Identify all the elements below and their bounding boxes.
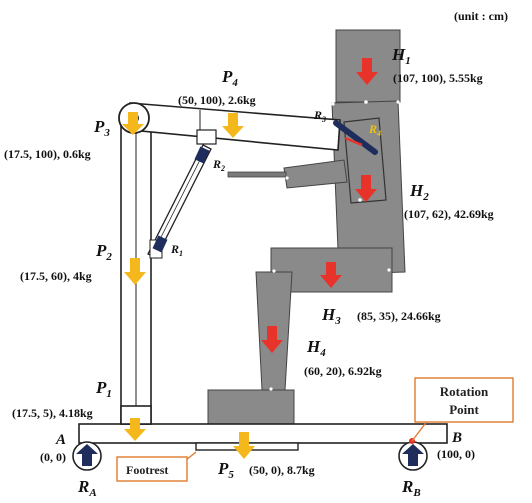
label-p2: P2 <box>95 241 112 263</box>
label-rb: RB <box>401 477 421 499</box>
label-p1: P1 <box>95 378 112 400</box>
info-p1: (17.5, 5), 4.18kg <box>12 406 93 420</box>
label-a: A <box>55 432 66 448</box>
actuator-r1-inner <box>152 149 206 254</box>
info-p2: (17.5, 60), 4kg <box>20 269 92 283</box>
label-b: B <box>451 430 462 446</box>
info-p4: (50, 100), 2.6kg <box>178 93 256 107</box>
wheel-a <box>72 441 102 471</box>
arrow-h2 <box>355 175 377 202</box>
label-p3: P3 <box>93 117 110 139</box>
rotation-callout-line <box>411 419 429 442</box>
arrow-p2 <box>124 258 146 285</box>
actuator-block-top <box>194 146 210 164</box>
actuator-block-bottom <box>152 235 168 253</box>
label-h4: H4 <box>306 337 326 359</box>
footrest-callout-text: Footrest <box>126 463 168 477</box>
label-r4: R4 <box>368 122 381 138</box>
reaction-arrow-rb <box>402 444 424 466</box>
info-h4: (60, 20), 6.92kg <box>304 364 382 378</box>
label-r2: R2 <box>212 157 225 173</box>
reaction-arrow-ra <box>76 444 98 466</box>
sling-bar-r3 <box>333 120 378 155</box>
wheel-b <box>398 441 428 471</box>
boom-clamp <box>196 129 217 145</box>
label-h1: H1 <box>391 45 411 67</box>
sling-connector <box>344 136 363 147</box>
arrow-p1 <box>124 418 146 441</box>
segment-forearm <box>283 159 348 189</box>
segment-foot <box>207 389 295 425</box>
arrow-h1 <box>356 58 378 85</box>
label-p4: P4 <box>221 67 238 89</box>
arrow-p3 <box>122 112 144 135</box>
info-h1: (107, 100), 5.55kg <box>393 71 483 85</box>
label-h2: H2 <box>409 181 429 203</box>
joint-dots <box>269 100 400 391</box>
coords-b: (100, 0) <box>437 447 475 461</box>
label-r1: R1 <box>170 242 183 258</box>
handle-bar-r2 <box>227 171 287 178</box>
label-r3: R3 <box>313 108 326 124</box>
label-ra: RA <box>77 477 97 499</box>
label-p5: P5 <box>217 459 234 481</box>
footrest-callout-box <box>116 456 188 482</box>
info-p5: (50, 0), 8.7kg <box>249 463 315 477</box>
arrow-p5 <box>233 432 255 459</box>
coords-a: (0, 0) <box>40 450 66 464</box>
yellow-arrows <box>122 112 255 459</box>
info-p3: (17.5, 100), 0.6kg <box>4 147 91 161</box>
info-h2: (107, 62), 42.69kg <box>404 207 494 221</box>
info-h3: (85, 35), 24.66kg <box>357 309 441 323</box>
label-h3: H3 <box>321 305 341 327</box>
rotation-callout-box <box>414 377 514 423</box>
arrow-p4 <box>222 113 244 138</box>
arrow-h3 <box>320 262 342 288</box>
rotation-callout-line1: Rotation <box>440 384 489 399</box>
unit-note: (unit : cm) <box>454 9 508 23</box>
red-arrows <box>261 58 378 353</box>
arrow-h4 <box>261 326 283 353</box>
rotation-callout-line2: Point <box>449 402 479 417</box>
